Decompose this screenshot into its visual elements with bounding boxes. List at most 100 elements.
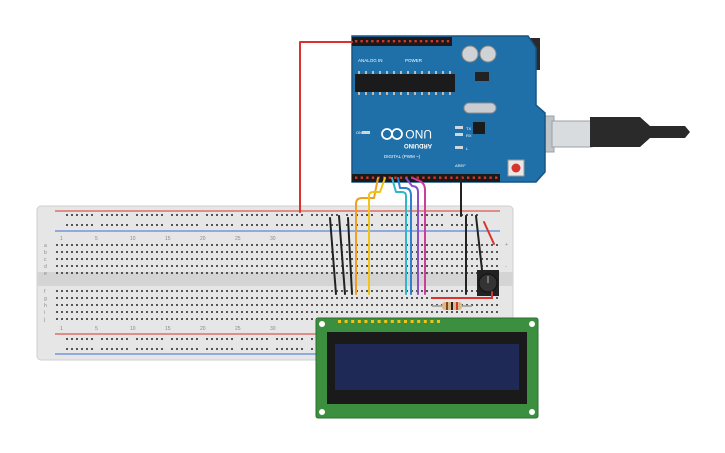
breadboard-hole[interactable] [141, 265, 143, 267]
breadboard-hole[interactable] [171, 348, 173, 350]
breadboard-hole[interactable] [156, 338, 158, 340]
breadboard-hole[interactable] [306, 272, 308, 274]
breadboard-hole[interactable] [386, 265, 388, 267]
breadboard-hole[interactable] [271, 265, 273, 267]
breadboard-hole[interactable] [146, 338, 148, 340]
header-pin[interactable] [403, 40, 406, 43]
breadboard-hole[interactable] [236, 311, 238, 313]
breadboard-hole[interactable] [346, 224, 348, 226]
breadboard-hole[interactable] [361, 272, 363, 274]
breadboard-hole[interactable] [316, 290, 318, 292]
breadboard-hole[interactable] [371, 251, 373, 253]
breadboard-hole[interactable] [306, 297, 308, 299]
breadboard-hole[interactable] [96, 297, 98, 299]
breadboard-hole[interactable] [66, 224, 68, 226]
breadboard-hole[interactable] [116, 272, 118, 274]
breadboard-hole[interactable] [141, 318, 143, 320]
breadboard-hole[interactable] [301, 214, 303, 216]
header-pin[interactable] [455, 176, 459, 179]
breadboard-hole[interactable] [186, 297, 188, 299]
header-pin[interactable] [430, 40, 433, 43]
breadboard-hole[interactable] [96, 304, 98, 306]
breadboard-hole[interactable] [156, 304, 158, 306]
breadboard-hole[interactable] [396, 272, 398, 274]
breadboard-hole[interactable] [496, 311, 498, 313]
breadboard-hole[interactable] [471, 251, 473, 253]
lcd-pin[interactable] [344, 320, 348, 323]
breadboard-hole[interactable] [86, 348, 88, 350]
breadboard-hole[interactable] [311, 348, 313, 350]
breadboard-hole[interactable] [241, 304, 243, 306]
breadboard-hole[interactable] [271, 297, 273, 299]
breadboard-hole[interactable] [191, 338, 193, 340]
breadboard-hole[interactable] [371, 290, 373, 292]
breadboard-hole[interactable] [156, 214, 158, 216]
breadboard-hole[interactable] [471, 244, 473, 246]
breadboard-hole[interactable] [131, 244, 133, 246]
breadboard-hole[interactable] [361, 290, 363, 292]
breadboard-hole[interactable] [231, 297, 233, 299]
breadboard-hole[interactable] [361, 311, 363, 313]
breadboard-hole[interactable] [361, 251, 363, 253]
breadboard-hole[interactable] [326, 297, 328, 299]
breadboard-hole[interactable] [206, 214, 208, 216]
breadboard-hole[interactable] [176, 338, 178, 340]
header-pin[interactable] [441, 40, 444, 43]
breadboard-hole[interactable] [106, 265, 108, 267]
breadboard-hole[interactable] [441, 265, 443, 267]
breadboard-hole[interactable] [141, 338, 143, 340]
breadboard-hole[interactable] [251, 348, 253, 350]
header-pin[interactable] [444, 176, 447, 179]
breadboard-hole[interactable] [256, 265, 258, 267]
breadboard-hole[interactable] [101, 297, 103, 299]
breadboard-hole[interactable] [81, 214, 83, 216]
breadboard-hole[interactable] [496, 265, 498, 267]
breadboard-hole[interactable] [466, 214, 468, 216]
breadboard-hole[interactable] [316, 265, 318, 267]
breadboard-hole[interactable] [226, 224, 228, 226]
breadboard-hole[interactable] [406, 297, 408, 299]
breadboard-hole[interactable] [111, 272, 113, 274]
breadboard-hole[interactable] [441, 244, 443, 246]
breadboard-hole[interactable] [271, 258, 273, 260]
breadboard-hole[interactable] [116, 244, 118, 246]
breadboard-hole[interactable] [306, 244, 308, 246]
breadboard-hole[interactable] [151, 338, 153, 340]
breadboard-hole[interactable] [211, 258, 213, 260]
breadboard-hole[interactable] [206, 311, 208, 313]
breadboard-hole[interactable] [186, 258, 188, 260]
breadboard-hole[interactable] [166, 297, 168, 299]
breadboard-hole[interactable] [56, 265, 58, 267]
breadboard-hole[interactable] [56, 290, 58, 292]
breadboard-hole[interactable] [91, 224, 93, 226]
breadboard-hole[interactable] [166, 258, 168, 260]
breadboard-hole[interactable] [176, 251, 178, 253]
breadboard-hole[interactable] [156, 251, 158, 253]
breadboard-hole[interactable] [336, 214, 338, 216]
breadboard-hole[interactable] [186, 318, 188, 320]
breadboard-hole[interactable] [371, 265, 373, 267]
breadboard-hole[interactable] [101, 224, 103, 226]
breadboard-hole[interactable] [101, 348, 103, 350]
breadboard-hole[interactable] [176, 258, 178, 260]
breadboard-hole[interactable] [276, 272, 278, 274]
breadboard-hole[interactable] [246, 297, 248, 299]
breadboard-hole[interactable] [416, 304, 418, 306]
breadboard-hole[interactable] [466, 311, 468, 313]
reset-button-cap[interactable] [511, 163, 521, 173]
breadboard-hole[interactable] [366, 258, 368, 260]
breadboard-hole[interactable] [401, 244, 403, 246]
breadboard-hole[interactable] [251, 272, 253, 274]
breadboard-hole[interactable] [76, 318, 78, 320]
breadboard-hole[interactable] [461, 224, 463, 226]
breadboard-hole[interactable] [281, 258, 283, 260]
breadboard-hole[interactable] [426, 251, 428, 253]
breadboard-hole[interactable] [171, 244, 173, 246]
breadboard-hole[interactable] [256, 258, 258, 260]
breadboard-hole[interactable] [451, 244, 453, 246]
breadboard-hole[interactable] [106, 258, 108, 260]
breadboard-hole[interactable] [166, 318, 168, 320]
breadboard-hole[interactable] [86, 265, 88, 267]
breadboard-hole[interactable] [156, 311, 158, 313]
breadboard-hole[interactable] [396, 297, 398, 299]
